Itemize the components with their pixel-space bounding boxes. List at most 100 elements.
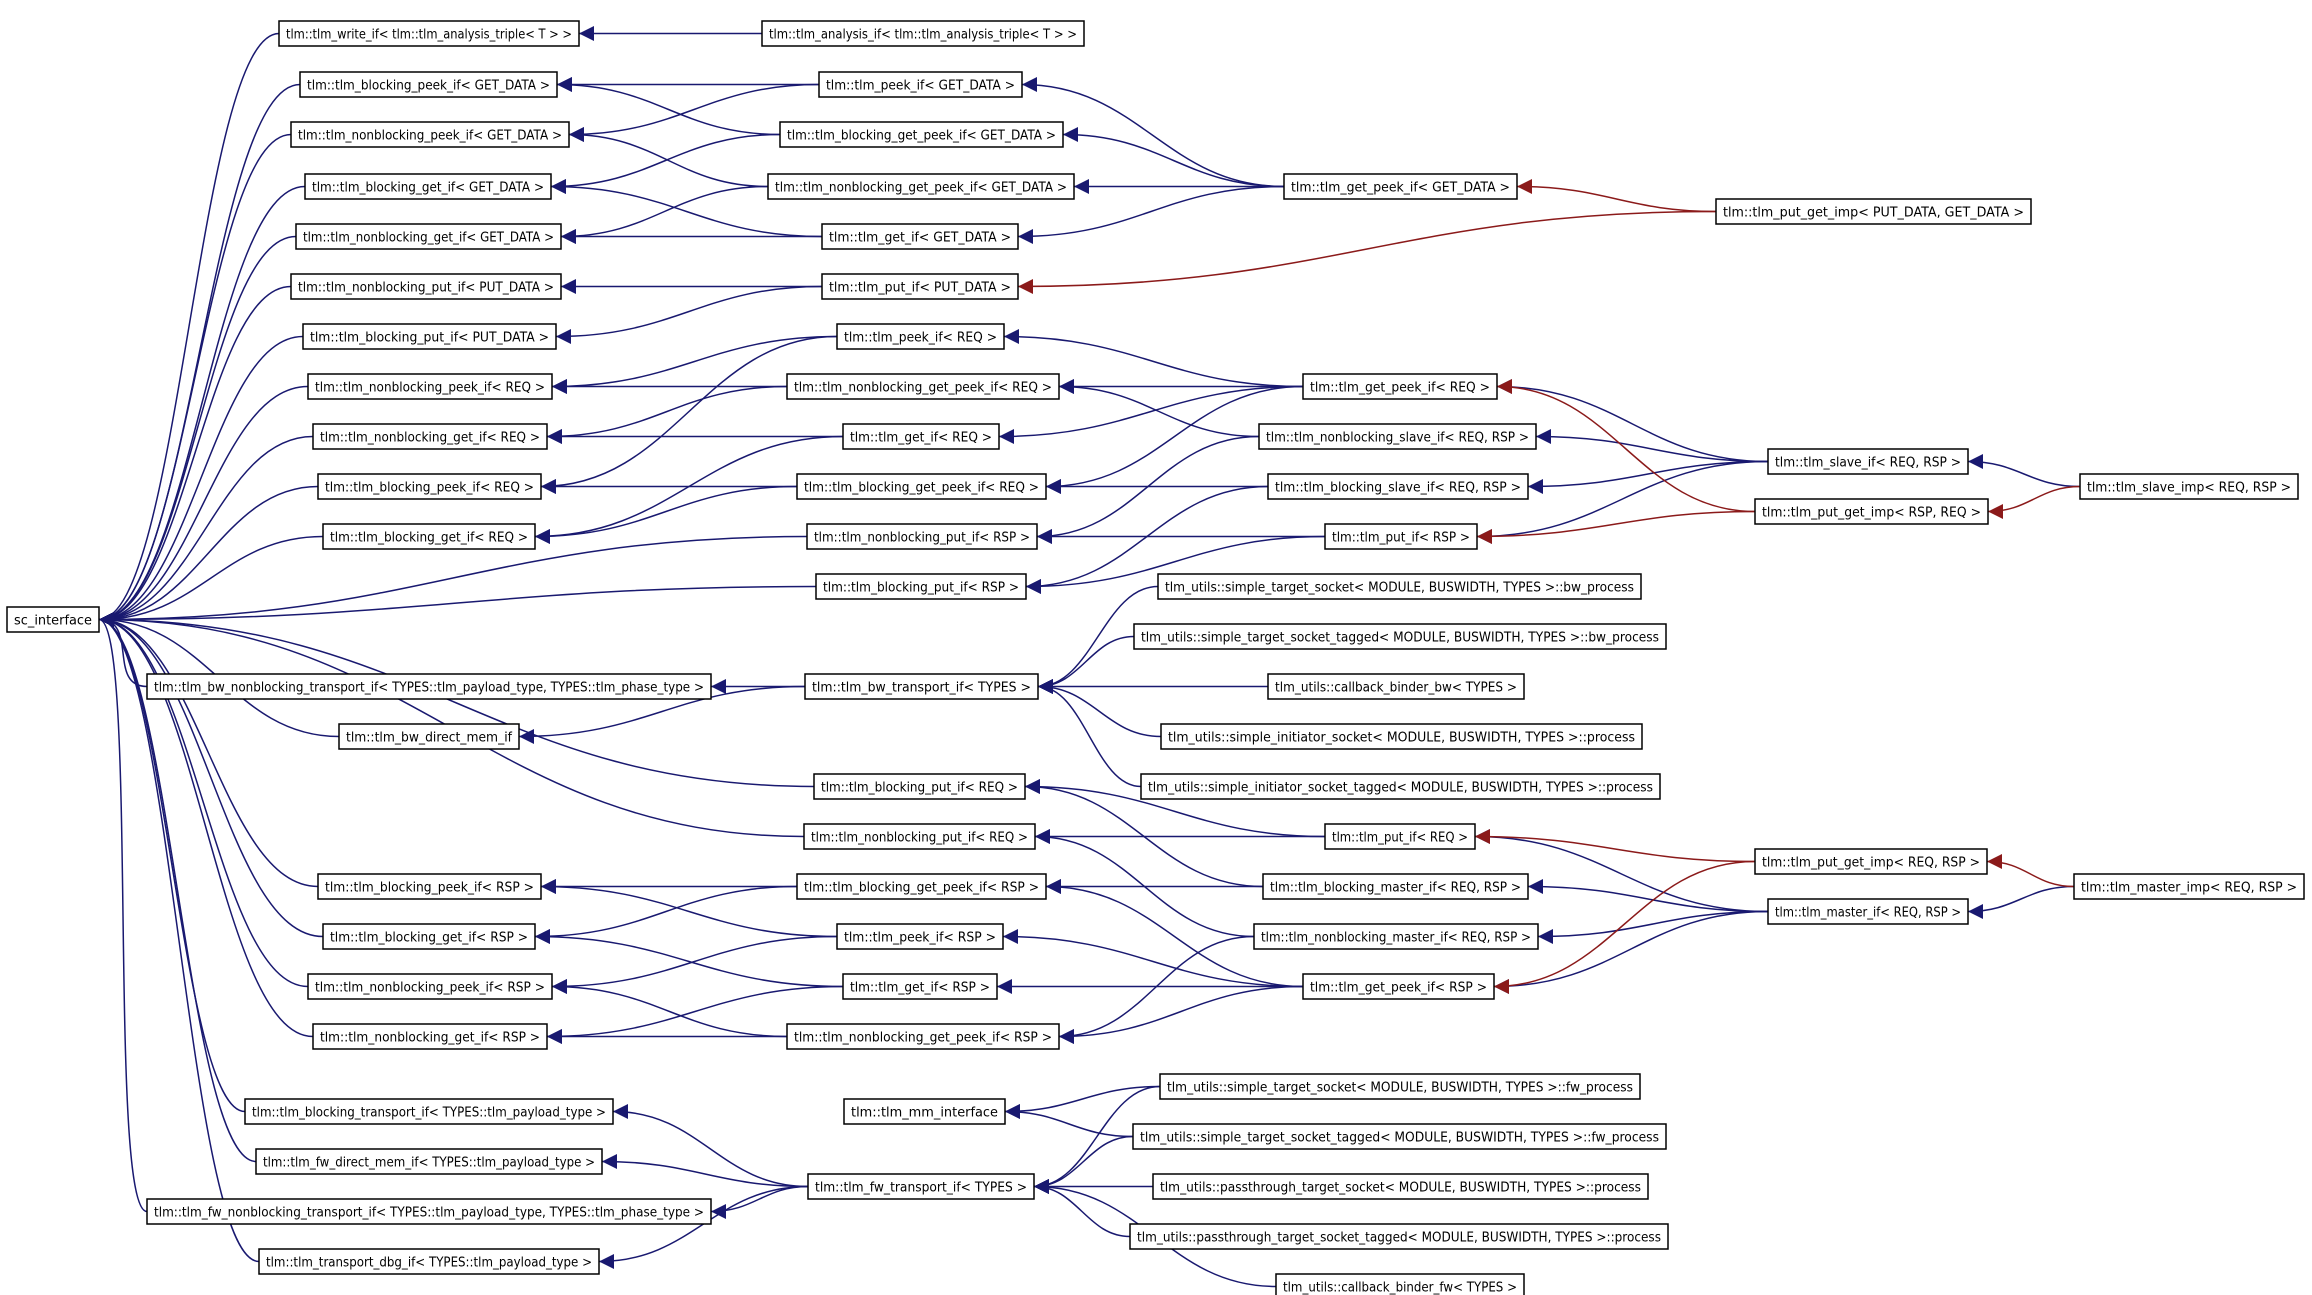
node-bg-gd[interactable]: tlm::tlm_blocking_get_if< GET_DATA > [304,173,552,200]
node-bgpk-req[interactable]: tlm::tlm_blocking_get_peek_if< REQ > [796,473,1047,500]
node-label: tlm::tlm_nonblocking_put_if< RSP > [814,530,1030,546]
node-bslave[interactable]: tlm::tlm_blocking_slave_if< REQ, RSP > [1267,473,1529,500]
node-gpk-req[interactable]: tlm::tlm_get_peek_if< REQ > [1302,373,1498,400]
node-bg-rsp[interactable]: tlm::tlm_blocking_get_if< RSP > [322,923,536,950]
edge-nbpk-rsp-to-sc [98,612,309,988]
node-nbg-req[interactable]: tlm::tlm_nonblocking_get_if< REQ > [312,423,548,450]
node-nbpk-rsp[interactable]: tlm::tlm_nonblocking_peek_if< RSP > [307,973,553,1000]
node-master[interactable]: tlm::tlm_master_if< REQ, RSP > [1767,898,1969,925]
edge-pgimp-req-to-gpk-rsp [1493,860,1756,994]
node-ptst[interactable]: tlm_utils::passthrough_target_socket_tag… [1129,1223,1669,1250]
node-bp-pd[interactable]: tlm::tlm_blocking_put_if< PUT_DATA > [302,323,557,350]
node-g-gd[interactable]: tlm::tlm_get_if< GET_DATA > [821,223,1019,250]
edge-nbpk-req-to-sc [98,385,309,627]
edge-gpk-rsp-to-bgpk-rsp [1045,879,1304,988]
edge-master-to-nbmaster [1537,910,1769,944]
node-nbgpk-req[interactable]: tlm::tlm_nonblocking_get_peek_if< REQ > [786,373,1060,400]
node-label: tlm::tlm_nonblocking_get_peek_if< REQ > [794,380,1052,396]
node-sts-bw[interactable]: tlm_utils::simple_target_socket< MODULE,… [1157,573,1642,600]
node-box [1157,573,1642,600]
node-nbslave[interactable]: tlm::tlm_nonblocking_slave_if< REQ, RSP … [1258,423,1537,450]
edge-slave-to-gpk-req [1496,379,1769,463]
node-aif[interactable]: tlm::tlm_analysis_if< tlm::tlm_analysis_… [761,20,1085,47]
node-label: tlm::tlm_blocking_get_if< GET_DATA > [312,180,544,196]
node-bwnb[interactable]: tlm::tlm_bw_nonblocking_transport_if< TY… [146,673,712,700]
node-slave[interactable]: tlm::tlm_slave_if< REQ, RSP > [1767,448,1969,475]
node-box [1767,898,1969,925]
edge-bwt-to-bwdmi [518,685,806,744]
node-nbpk-req[interactable]: tlm::tlm_nonblocking_peek_if< REQ > [307,373,553,400]
node-fwnb[interactable]: tlm::tlm_fw_nonblocking_transport_if< TY… [146,1198,712,1225]
edges-layer [98,26,2081,1288]
node-mm[interactable]: tlm::tlm_mm_interface [843,1098,1006,1125]
node-pgimp-pd[interactable]: tlm::tlm_put_get_imp< PUT_DATA, GET_DATA… [1715,198,2032,225]
node-sc[interactable]: sc_interface [6,606,100,633]
node-bp-rsp[interactable]: tlm::tlm_blocking_put_if< RSP > [815,573,1027,600]
node-cbbw[interactable]: tlm_utils::callback_binder_bw< TYPES > [1267,673,1525,700]
node-nbmaster[interactable]: tlm::tlm_nonblocking_master_if< REQ, RSP… [1253,923,1539,950]
node-nbgpk-gd[interactable]: tlm::tlm_nonblocking_get_peek_if< GET_DA… [767,173,1075,200]
node-box [779,121,1064,148]
node-label: tlm::tlm_blocking_transport_if< TYPES::t… [252,1105,606,1121]
node-stst-bw[interactable]: tlm_utils::simple_target_socket_tagged< … [1133,623,1667,650]
node-wif[interactable]: tlm::tlm_write_if< tlm::tlm_analysis_tri… [278,20,580,47]
node-pgimp-rsp[interactable]: tlm::tlm_put_get_imp< RSP, REQ > [1754,498,1989,525]
node-bwdmi[interactable]: tlm::tlm_bw_direct_mem_if [338,723,520,750]
node-sts-fw[interactable]: tlm_utils::simple_target_socket< MODULE,… [1159,1073,1641,1100]
node-bmaster[interactable]: tlm::tlm_blocking_master_if< REQ, RSP > [1262,873,1529,900]
node-bpk-gd[interactable]: tlm::tlm_blocking_peek_if< GET_DATA > [299,71,558,98]
node-pk-req[interactable]: tlm::tlm_peek_if< REQ > [836,323,1005,350]
node-gpk-gd[interactable]: tlm::tlm_get_peek_if< GET_DATA > [1283,173,1518,200]
node-label: tlm::tlm_slave_if< REQ, RSP > [1775,455,1961,471]
node-p-rsp[interactable]: tlm::tlm_put_if< RSP > [1324,523,1478,550]
node-g-req[interactable]: tlm::tlm_get_if< REQ > [842,423,1000,450]
node-slaveimp[interactable]: tlm::tlm_slave_imp< REQ, RSP > [2079,473,2299,500]
node-stst-fw[interactable]: tlm_utils::simple_target_socket_tagged< … [1132,1123,1667,1150]
node-pgimp-req[interactable]: tlm::tlm_put_get_imp< REQ, RSP > [1754,848,1988,875]
node-nbp-req[interactable]: tlm::tlm_nonblocking_put_if< REQ > [803,823,1036,850]
node-label: tlm::tlm_get_peek_if< REQ > [1310,380,1490,396]
node-nbg-gd[interactable]: tlm::tlm_nonblocking_get_if< GET_DATA > [295,223,562,250]
node-label: tlm::tlm_put_get_imp< RSP, REQ > [1762,505,1981,521]
node-label: tlm_utils::simple_initiator_socket< MODU… [1168,730,1635,746]
node-bg-req[interactable]: tlm::tlm_blocking_get_if< REQ > [322,523,536,550]
node-pk-rsp[interactable]: tlm::tlm_peek_if< RSP > [836,923,1004,950]
edge-masterimp-to-master [1967,885,2075,919]
node-nbg-rsp[interactable]: tlm::tlm_nonblocking_get_if< RSP > [312,1023,548,1050]
node-g-rsp[interactable]: tlm::tlm_get_if< RSP > [842,973,998,1000]
node-cbfw[interactable]: tlm_utils::callback_binder_fw< TYPES > [1275,1273,1525,1295]
node-p-pd[interactable]: tlm::tlm_put_if< PUT_DATA > [821,273,1019,300]
node-label: tlm::tlm_put_if< PUT_DATA > [829,280,1011,296]
node-label: tlm::tlm_master_imp< REQ, RSP > [2081,880,2297,896]
node-fwt[interactable]: tlm::tlm_fw_transport_if< TYPES > [807,1173,1035,1200]
node-nbgpk-rsp[interactable]: tlm::tlm_nonblocking_get_peek_if< RSP > [786,1023,1060,1050]
node-nbp-pd[interactable]: tlm::tlm_nonblocking_put_if< PUT_DATA > [290,273,562,300]
edge-fwdmi-to-sc [98,612,257,1163]
node-pts[interactable]: tlm_utils::passthrough_target_socket< MO… [1152,1173,1649,1200]
edge-nbgpk-gd-to-nbg-gd [560,185,769,244]
node-bp-req[interactable]: tlm::tlm_blocking_put_if< REQ > [813,773,1026,800]
edge-slave-to-nbslave [1535,429,1769,463]
node-bwt[interactable]: tlm::tlm_bw_transport_if< TYPES > [804,673,1039,700]
node-dbg[interactable]: tlm::tlm_transport_dbg_if< TYPES::tlm_pa… [258,1248,600,1275]
node-sis[interactable]: tlm_utils::simple_initiator_socket< MODU… [1160,723,1643,750]
node-sist[interactable]: tlm_utils::simple_initiator_socket_tagge… [1140,773,1661,800]
node-p-req[interactable]: tlm::tlm_put_if< REQ > [1324,823,1476,850]
node-bpk-req[interactable]: tlm::tlm_blocking_peek_if< REQ > [317,473,542,500]
node-box [1132,1123,1667,1150]
node-gpk-rsp[interactable]: tlm::tlm_get_peek_if< RSP > [1302,973,1495,1000]
node-bpk-rsp[interactable]: tlm::tlm_blocking_peek_if< RSP > [317,873,542,900]
node-bt[interactable]: tlm::tlm_blocking_transport_if< TYPES::t… [244,1098,614,1125]
node-bgpk-gd[interactable]: tlm::tlm_blocking_get_peek_if< GET_DATA … [779,121,1064,148]
node-masterimp[interactable]: tlm::tlm_master_imp< REQ, RSP > [2073,873,2305,900]
node-nbp-rsp[interactable]: tlm::tlm_nonblocking_put_if< RSP > [806,523,1038,550]
node-label: tlm::tlm_put_if< RSP > [1332,530,1470,546]
node-fwdmi[interactable]: tlm::tlm_fw_direct_mem_if< TYPES::tlm_pa… [255,1148,603,1175]
node-pk-gd[interactable]: tlm::tlm_peek_if< GET_DATA > [818,71,1023,98]
edge-sis-to-bwt [1037,679,1162,738]
node-box [322,923,536,950]
node-bgpk-rsp[interactable]: tlm::tlm_blocking_get_peek_if< RSP > [796,873,1047,900]
node-label: tlm::tlm_bw_transport_if< TYPES > [812,680,1031,696]
node-nbpk-gd[interactable]: tlm::tlm_nonblocking_peek_if< GET_DATA > [290,121,570,148]
